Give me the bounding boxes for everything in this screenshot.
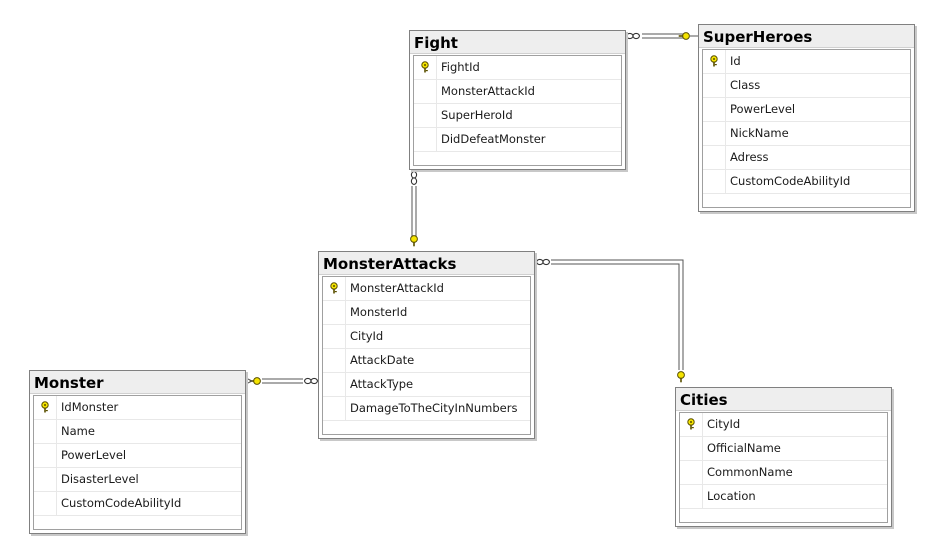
column-name: IdMonster xyxy=(61,400,119,414)
column-row[interactable]: MonsterId xyxy=(323,301,530,325)
column-list: CityId OfficialName CommonName Location xyxy=(679,412,888,523)
column-name: CityId xyxy=(350,329,384,343)
column-list: MonsterAttackId MonsterId CityId AttackD… xyxy=(322,276,531,435)
column-name: CommonName xyxy=(707,465,793,479)
many-end-icon xyxy=(304,377,318,385)
one-end-key-icon xyxy=(410,235,418,247)
column-name: Id xyxy=(730,54,741,68)
column-name: Adress xyxy=(730,150,769,164)
column-name: Location xyxy=(707,489,756,503)
connector-monsterattacks-monster xyxy=(245,377,318,385)
column-name: Name xyxy=(61,424,95,438)
table-monster[interactable]: Monster IdMonster Name PowerLevel Disast… xyxy=(29,370,246,534)
column-row[interactable]: AttackType xyxy=(323,373,530,397)
column-row[interactable]: Location xyxy=(680,485,887,509)
table-monsterattacks[interactable]: MonsterAttacks MonsterAttackId MonsterId… xyxy=(318,251,535,439)
column-name: FightId xyxy=(441,60,480,74)
column-row[interactable]: Class xyxy=(703,74,910,98)
column-name: AttackDate xyxy=(350,353,415,367)
column-row[interactable]: FightId xyxy=(414,56,621,80)
column-list: Id Class PowerLevel NickName Adress Cust… xyxy=(702,49,911,208)
column-name: DidDefeatMonster xyxy=(441,132,546,146)
column-name: DisasterLevel xyxy=(61,472,139,486)
primary-key-icon xyxy=(710,55,718,67)
table-superheroes[interactable]: SuperHeroes Id Class PowerLevel NickName… xyxy=(698,24,915,212)
column-row[interactable]: Id xyxy=(703,50,910,74)
table-title: Cities xyxy=(676,388,891,411)
table-title: Monster xyxy=(30,371,245,394)
table-title: Fight xyxy=(410,31,625,54)
one-end-key-icon xyxy=(677,371,685,383)
column-row[interactable]: IdMonster xyxy=(34,396,241,420)
column-row[interactable]: DamageToTheCityInNumbers xyxy=(323,397,530,421)
column-row[interactable]: MonsterAttackId xyxy=(414,80,621,104)
table-fight[interactable]: Fight FightId MonsterAttackId SuperHeroI… xyxy=(409,30,626,170)
many-end-icon xyxy=(410,171,418,185)
primary-key-icon xyxy=(421,61,429,73)
column-row[interactable]: CustomCodeAbilityId xyxy=(34,492,241,516)
column-name: MonsterId xyxy=(350,305,408,319)
column-row[interactable]: CustomCodeAbilityId xyxy=(703,170,910,194)
column-list: IdMonster Name PowerLevel DisasterLevel … xyxy=(33,395,242,530)
column-name: NickName xyxy=(730,126,789,140)
column-name: CityId xyxy=(707,417,741,431)
table-title: SuperHeroes xyxy=(699,25,914,48)
connector-fight-superheroes xyxy=(626,32,698,40)
column-name: PowerLevel xyxy=(730,102,796,116)
column-name: Class xyxy=(730,78,761,92)
column-name: AttackType xyxy=(350,377,414,391)
column-row[interactable]: AttackDate xyxy=(323,349,530,373)
many-end-icon xyxy=(536,258,550,266)
column-list: FightId MonsterAttackId SuperHeroId DidD… xyxy=(413,55,622,166)
primary-key-icon xyxy=(330,282,338,294)
column-name: CustomCodeAbilityId xyxy=(730,174,851,188)
column-name: OfficialName xyxy=(707,441,781,455)
column-row[interactable]: PowerLevel xyxy=(34,444,241,468)
column-row[interactable]: CityId xyxy=(323,325,530,349)
column-row[interactable]: SuperHeroId xyxy=(414,104,621,128)
column-row[interactable]: PowerLevel xyxy=(703,98,910,122)
column-row[interactable]: Name xyxy=(34,420,241,444)
column-row[interactable]: OfficialName xyxy=(680,437,887,461)
column-name: CustomCodeAbilityId xyxy=(61,496,182,510)
column-row[interactable]: MonsterAttackId xyxy=(323,277,530,301)
column-name: MonsterAttackId xyxy=(350,281,444,295)
many-end-icon xyxy=(626,32,640,40)
connector-monsterattacks-cities xyxy=(536,258,685,383)
column-name: PowerLevel xyxy=(61,448,127,462)
table-title: MonsterAttacks xyxy=(319,252,534,275)
column-row[interactable]: NickName xyxy=(703,122,910,146)
column-row[interactable]: DisasterLevel xyxy=(34,468,241,492)
connector-fight-monsterattacks xyxy=(410,171,418,247)
column-name: MonsterAttackId xyxy=(441,84,535,98)
table-cities[interactable]: Cities CityId OfficialName CommonName Lo… xyxy=(675,387,892,527)
column-row[interactable]: Adress xyxy=(703,146,910,170)
column-row[interactable]: CommonName xyxy=(680,461,887,485)
column-name: DamageToTheCityInNumbers xyxy=(350,401,518,415)
primary-key-icon xyxy=(41,401,49,413)
primary-key-icon xyxy=(687,418,695,430)
column-row[interactable]: CityId xyxy=(680,413,887,437)
column-row[interactable]: DidDefeatMonster xyxy=(414,128,621,152)
column-name: SuperHeroId xyxy=(441,108,513,122)
